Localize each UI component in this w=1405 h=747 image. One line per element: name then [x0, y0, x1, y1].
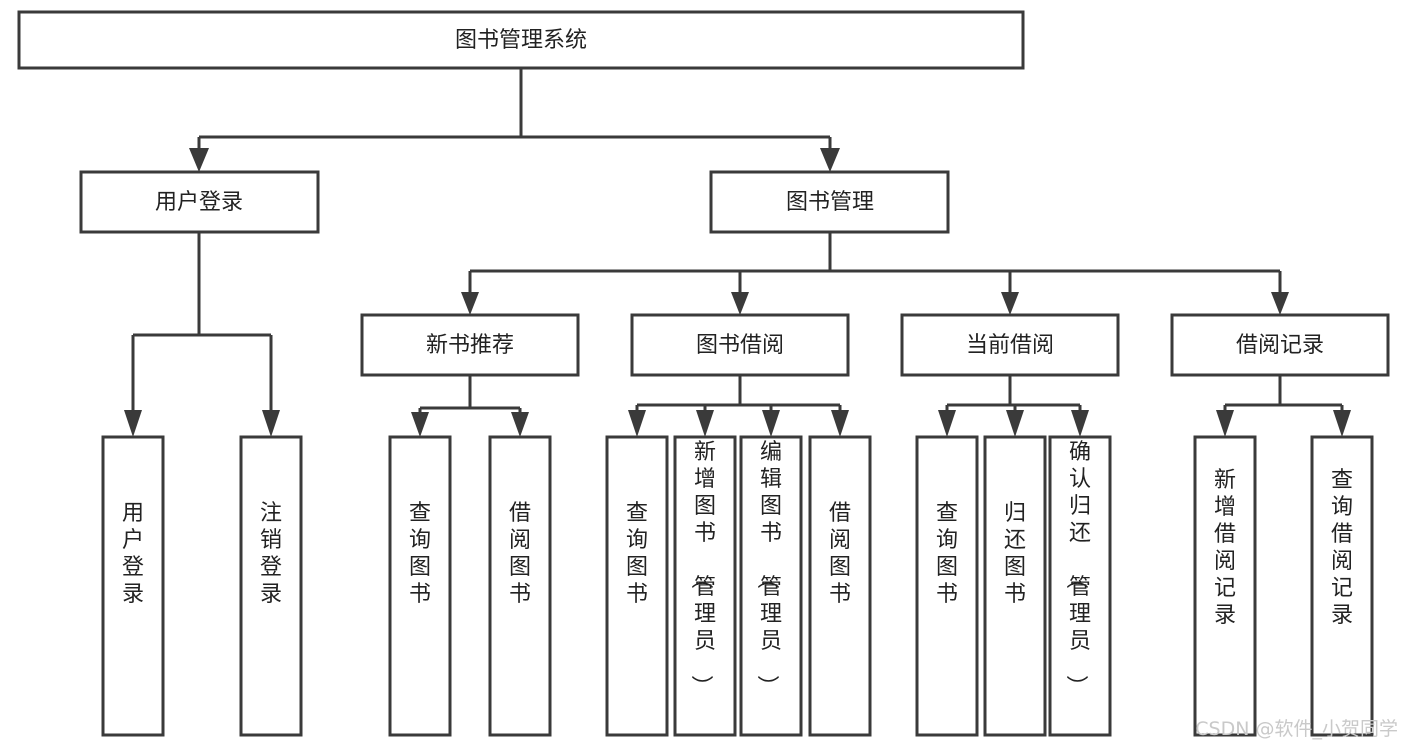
node-leaf-add-record-box[interactable] [1193, 435, 1257, 737]
arrow-head-leaf-borrow-book-1 [511, 412, 529, 437]
node-book-borrow-box[interactable] [630, 313, 850, 377]
node-leaf-confirm-return-box[interactable] [1048, 435, 1112, 737]
arrow-head-leaf-query-book-3 [938, 410, 956, 437]
node-leaf-query-book-3-label: 查询图书 [936, 501, 958, 607]
node-leaf-user-login-label: 用户登录 [122, 501, 144, 607]
node-book-management-box[interactable] [709, 170, 950, 234]
node-leaf-add-record[interactable]: 新增借阅记录 [1193, 435, 1257, 737]
node-leaf-query-book-2-label: 查询图书 [626, 501, 648, 607]
node-leaf-borrow-book-1-box[interactable] [488, 435, 552, 737]
node-leaf-edit-book[interactable]: 编辑图书（管理员） [739, 435, 803, 737]
node-leaf-query-book-3-box[interactable] [915, 435, 979, 737]
node-leaf-confirm-return[interactable]: 确认归还（管理员） [1048, 435, 1112, 737]
node-leaf-return-book-label: 归还图书 [1004, 501, 1026, 607]
node-leaf-logout[interactable]: 注销登录 [239, 435, 303, 737]
node-leaf-edit-book-label: 编辑图书（管理员） [754, 440, 782, 697]
node-user-login-label: 用户登录 [155, 190, 243, 215]
arrow-head-borrow-record [1271, 292, 1289, 315]
arrow-head-leaf-query-record [1333, 410, 1351, 437]
node-leaf-return-book[interactable]: 归还图书 [983, 435, 1047, 737]
node-leaf-query-book-3[interactable]: 查询图书 [915, 435, 979, 737]
node-leaf-query-book-2-box[interactable] [605, 435, 669, 737]
watermark-label: CSDN @软件_小贺同学 [1195, 718, 1398, 740]
node-root-box[interactable] [17, 10, 1025, 70]
node-leaf-add-record-label: 新增借阅记录 [1214, 468, 1236, 628]
node-new-book-recommend-box[interactable] [360, 313, 580, 377]
node-leaf-query-book-2[interactable]: 查询图书 [605, 435, 669, 737]
node-root-label: 图书管理系统 [455, 28, 587, 53]
node-book-borrow-label: 图书借阅 [696, 333, 784, 358]
arrow-head-leaf-borrow-book-2 [831, 410, 849, 437]
node-leaf-query-book-1[interactable]: 查询图书 [388, 435, 452, 737]
arrow-head-leaf-logout [262, 410, 280, 437]
node-leaf-user-login-box[interactable] [101, 435, 165, 737]
arrow-head-leaf-add-record [1216, 410, 1234, 437]
node-leaf-user-login[interactable]: 用户登录 [101, 435, 165, 737]
node-leaf-confirm-return-label: 确认归还（管理员） [1063, 440, 1091, 697]
node-leaf-query-record-label: 查询借阅记录 [1331, 468, 1353, 628]
node-current-borrow[interactable]: 当前借阅 [900, 313, 1120, 377]
arrow-head-leaf-return-book [1006, 410, 1024, 437]
arrow-head-book-management [820, 148, 840, 172]
node-leaf-borrow-book-2[interactable]: 借阅图书 [808, 435, 872, 737]
node-leaf-add-book-box[interactable] [673, 435, 737, 737]
arrow-head-leaf-query-book-2 [628, 410, 646, 437]
arrow-head-user-login [189, 148, 209, 172]
arrow-head-book-borrow [731, 292, 749, 315]
arrow-head-leaf-add-book [696, 410, 714, 437]
arrow-head-leaf-edit-book [762, 410, 780, 437]
arrow-head-leaf-user-login [124, 410, 142, 437]
node-user-login[interactable]: 用户登录 [79, 170, 320, 234]
arrow-head-current-borrow [1001, 292, 1019, 315]
node-new-book-recommend-label: 新书推荐 [426, 333, 514, 358]
node-leaf-borrow-book-2-box[interactable] [808, 435, 872, 737]
node-leaf-borrow-book-1-label: 借阅图书 [509, 501, 531, 607]
node-leaf-query-book-1-box[interactable] [388, 435, 452, 737]
node-root[interactable]: 图书管理系统 [17, 10, 1025, 70]
node-leaf-query-book-1-label: 查询图书 [409, 501, 431, 607]
connector-layer [124, 68, 1351, 437]
arrow-head-leaf-query-book-1 [411, 412, 429, 437]
node-leaf-query-record-box[interactable] [1310, 435, 1374, 737]
node-new-book-recommend[interactable]: 新书推荐 [360, 313, 580, 377]
node-borrow-record-label: 借阅记录 [1236, 333, 1324, 358]
node-leaf-add-book-label: 新增图书（管理员） [688, 440, 716, 697]
node-borrow-record[interactable]: 借阅记录 [1170, 313, 1390, 377]
node-leaf-logout-box[interactable] [239, 435, 303, 737]
node-leaf-add-book[interactable]: 新增图书（管理员） [673, 435, 737, 737]
node-book-management[interactable]: 图书管理 [709, 170, 950, 234]
node-book-management-label: 图书管理 [786, 190, 874, 215]
node-leaf-query-record[interactable]: 查询借阅记录 [1310, 435, 1374, 737]
arrow-head-new-book-recommend [461, 292, 479, 315]
node-user-login-box[interactable] [79, 170, 320, 234]
node-leaf-logout-label: 注销登录 [260, 501, 282, 607]
node-leaf-edit-book-box[interactable] [739, 435, 803, 737]
node-current-borrow-label: 当前借阅 [966, 333, 1054, 358]
node-leaf-borrow-book-1[interactable]: 借阅图书 [488, 435, 552, 737]
node-borrow-record-box[interactable] [1170, 313, 1390, 377]
node-leaf-borrow-book-2-label: 借阅图书 [829, 501, 851, 607]
node-book-borrow[interactable]: 图书借阅 [630, 313, 850, 377]
arrow-head-leaf-confirm-return [1071, 410, 1089, 437]
node-leaf-return-book-box[interactable] [983, 435, 1047, 737]
node-current-borrow-box[interactable] [900, 313, 1120, 377]
